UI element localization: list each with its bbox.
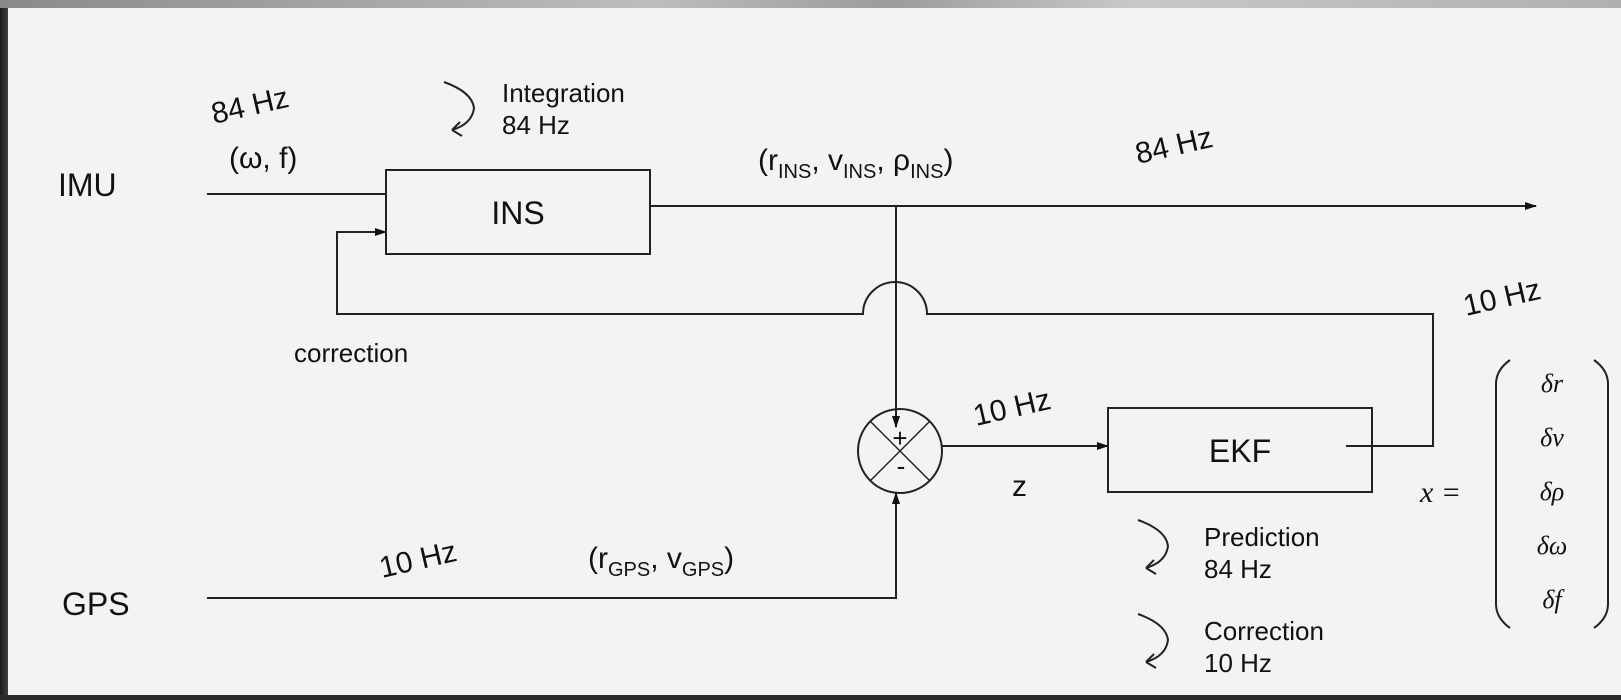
ekf-label: EKF: [1209, 433, 1271, 469]
ekf-output-rate: 10 Hz: [1460, 273, 1544, 323]
ins-gps-ekf-diagram: INS EKF + - IMU GPS 84 Hz (ω, f) Integra…: [58, 78, 1609, 678]
summing-junction: + -: [857, 408, 943, 494]
prediction-rate: 84 Hz: [1204, 554, 1272, 584]
gps-output-label: (rGPS, vGPS): [588, 542, 734, 581]
ins-label: INS: [491, 195, 544, 231]
minus-sign: -: [897, 451, 906, 481]
correction-label: correction: [294, 338, 408, 368]
plus-sign: +: [892, 423, 907, 453]
diagram-canvas: INS EKF + - IMU GPS 84 Hz (ω, f) Integra…: [8, 8, 1621, 695]
state-delta-r: δr: [1541, 369, 1564, 398]
ekf-block: [1107, 407, 1373, 493]
top-photo-strip: [0, 0, 1621, 8]
correction-step-rate: 10 Hz: [1204, 648, 1272, 678]
state-vector-lhs: x =: [1419, 476, 1461, 509]
gps-label: GPS: [62, 586, 130, 622]
imu-label: IMU: [58, 167, 117, 203]
state-vector-brackets: [1495, 359, 1609, 629]
state-delta-v: δv: [1540, 423, 1564, 452]
state-delta-rho: δρ: [1540, 477, 1565, 506]
state-delta-f: δf: [1542, 585, 1565, 614]
integration-label: Integration: [502, 78, 625, 108]
imu-rate-label: 84 Hz: [208, 81, 292, 131]
integration-loop-icon: [443, 81, 476, 137]
correction-loop-icon: [1137, 613, 1170, 669]
ins-output-label: (rINS, vINS, ρINS): [758, 144, 953, 183]
integration-rate: 84 Hz: [502, 110, 570, 140]
ins-output-rate: 84 Hz: [1132, 121, 1216, 171]
imu-signals-label: (ω, f): [229, 142, 297, 175]
z-label: z: [1012, 470, 1027, 503]
ins-block: [385, 169, 651, 255]
correction-feedback-line: [336, 228, 1434, 447]
prediction-label: Prediction: [1204, 522, 1320, 552]
correction-step-label: Correction: [1204, 616, 1324, 646]
z-rate-label: 10 Hz: [970, 383, 1054, 433]
prediction-loop-icon: [1137, 519, 1170, 575]
state-delta-omega: δω: [1537, 531, 1567, 560]
gps-rate-label: 10 Hz: [376, 535, 460, 585]
gps-to-junction-line: [207, 492, 900, 599]
